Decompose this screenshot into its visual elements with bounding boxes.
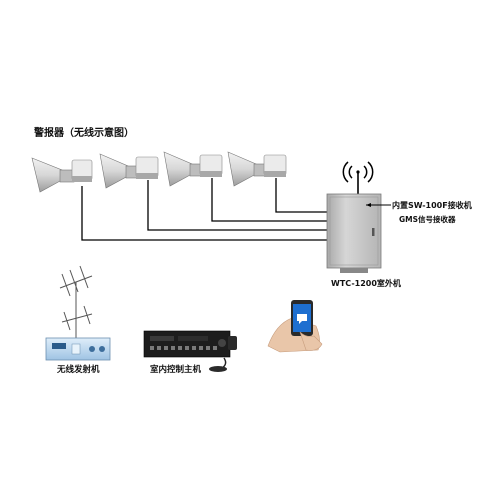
siren-2 [99,153,159,189]
wire-siren-4 [275,178,332,213]
message-icon [297,314,307,324]
receiver-gsm-label: GMS信号接收器 [399,214,456,224]
host-knob-icon [218,339,226,347]
wire-siren-3 [211,178,332,222]
sirens-title: 警报器（无线示意图） [33,126,134,139]
siren-1 [31,157,93,193]
siren-3 [163,151,223,187]
microphone-icon [209,336,237,372]
wire-siren-1 [81,186,332,241]
siren-4 [227,151,287,187]
signal-waves-icon [342,161,374,183]
outdoor-cabinet [326,161,391,273]
outdoor-unit-label: WTC-1200室外机 [331,278,401,288]
wireless-transmitter [45,265,111,361]
yagi-antenna-icon [59,265,93,340]
indoor-control-host [143,330,237,372]
mobile-phone [267,300,323,353]
wire-siren-2 [147,180,332,231]
wiring [81,178,332,241]
transmitter-label: 无线发射机 [56,364,100,375]
receiver-sw-label: 内置SW-100F接收机 [392,200,472,210]
indoor-host-label: 室内控制主机 [150,364,202,375]
